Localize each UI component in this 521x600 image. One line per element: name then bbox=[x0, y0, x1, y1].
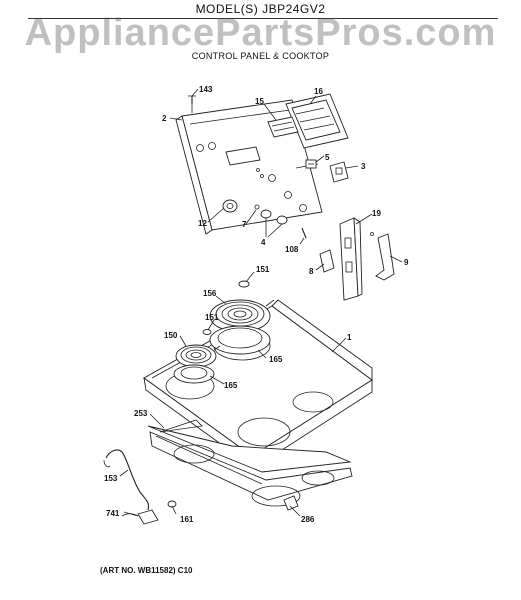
terminal-block-741 bbox=[121, 509, 159, 525]
wire-harness-153 bbox=[103, 449, 150, 511]
end-bracket-9 bbox=[370, 232, 395, 281]
callout-5: 5 bbox=[325, 153, 330, 162]
surface-burner-156 bbox=[209, 299, 275, 355]
section-subtitle: CONTROL PANEL & COOKTOP bbox=[191, 51, 330, 61]
component-3 bbox=[329, 161, 349, 183]
watermark: AppliancePartsPros.com bbox=[24, 12, 497, 54]
callout-1: 1 bbox=[347, 333, 352, 342]
screw-161 bbox=[167, 500, 177, 508]
callout-108: 108 bbox=[285, 245, 299, 254]
callout-4: 4 bbox=[261, 238, 266, 247]
callout-151-small: 151 bbox=[205, 313, 219, 322]
callout-156: 156 bbox=[203, 289, 217, 298]
burner-box-253 bbox=[147, 419, 353, 507]
knob-12 bbox=[222, 199, 238, 213]
title-rule bbox=[28, 18, 498, 19]
callout-143: 143 bbox=[199, 85, 213, 94]
surface-burner-150 bbox=[173, 344, 221, 384]
burner-cap-151-top bbox=[238, 280, 250, 288]
bracket-19 bbox=[339, 217, 363, 301]
callout-741: 741 bbox=[106, 509, 120, 518]
callout-8: 8 bbox=[309, 267, 314, 276]
callout-161: 161 bbox=[180, 515, 194, 524]
knobs-4 bbox=[254, 204, 288, 238]
callout-153: 153 bbox=[104, 474, 118, 483]
callout-numbers: 143 2 15 16 5 3 12 7 4 108 19 8 9 151 15… bbox=[104, 85, 409, 524]
callout-151-top: 151 bbox=[256, 265, 270, 274]
control-board bbox=[267, 93, 349, 149]
callout-286: 286 bbox=[301, 515, 315, 524]
switch-5 bbox=[305, 159, 317, 169]
clip-108 bbox=[301, 227, 307, 239]
callout-150: 150 bbox=[164, 331, 178, 340]
leader-lines bbox=[119, 88, 403, 517]
callout-16: 16 bbox=[314, 87, 323, 96]
art-number: (ART NO. WB11582) C10 bbox=[100, 566, 193, 575]
callout-253: 253 bbox=[134, 409, 148, 418]
callout-2: 2 bbox=[162, 114, 167, 123]
callout-165-right: 165 bbox=[269, 355, 283, 364]
burner-cap-151-small bbox=[202, 329, 212, 335]
model-title: MODEL(S) JBP24GV2 bbox=[195, 2, 326, 16]
callout-165-left: 165 bbox=[224, 381, 238, 390]
callout-7: 7 bbox=[242, 220, 247, 229]
screw-143 bbox=[188, 95, 196, 113]
callout-3: 3 bbox=[361, 162, 366, 171]
bracket-8 bbox=[319, 249, 335, 273]
callout-12: 12 bbox=[198, 219, 207, 228]
callout-9: 9 bbox=[404, 258, 409, 267]
component-286 bbox=[283, 495, 299, 511]
callout-19: 19 bbox=[372, 209, 381, 218]
callout-15: 15 bbox=[255, 97, 264, 106]
